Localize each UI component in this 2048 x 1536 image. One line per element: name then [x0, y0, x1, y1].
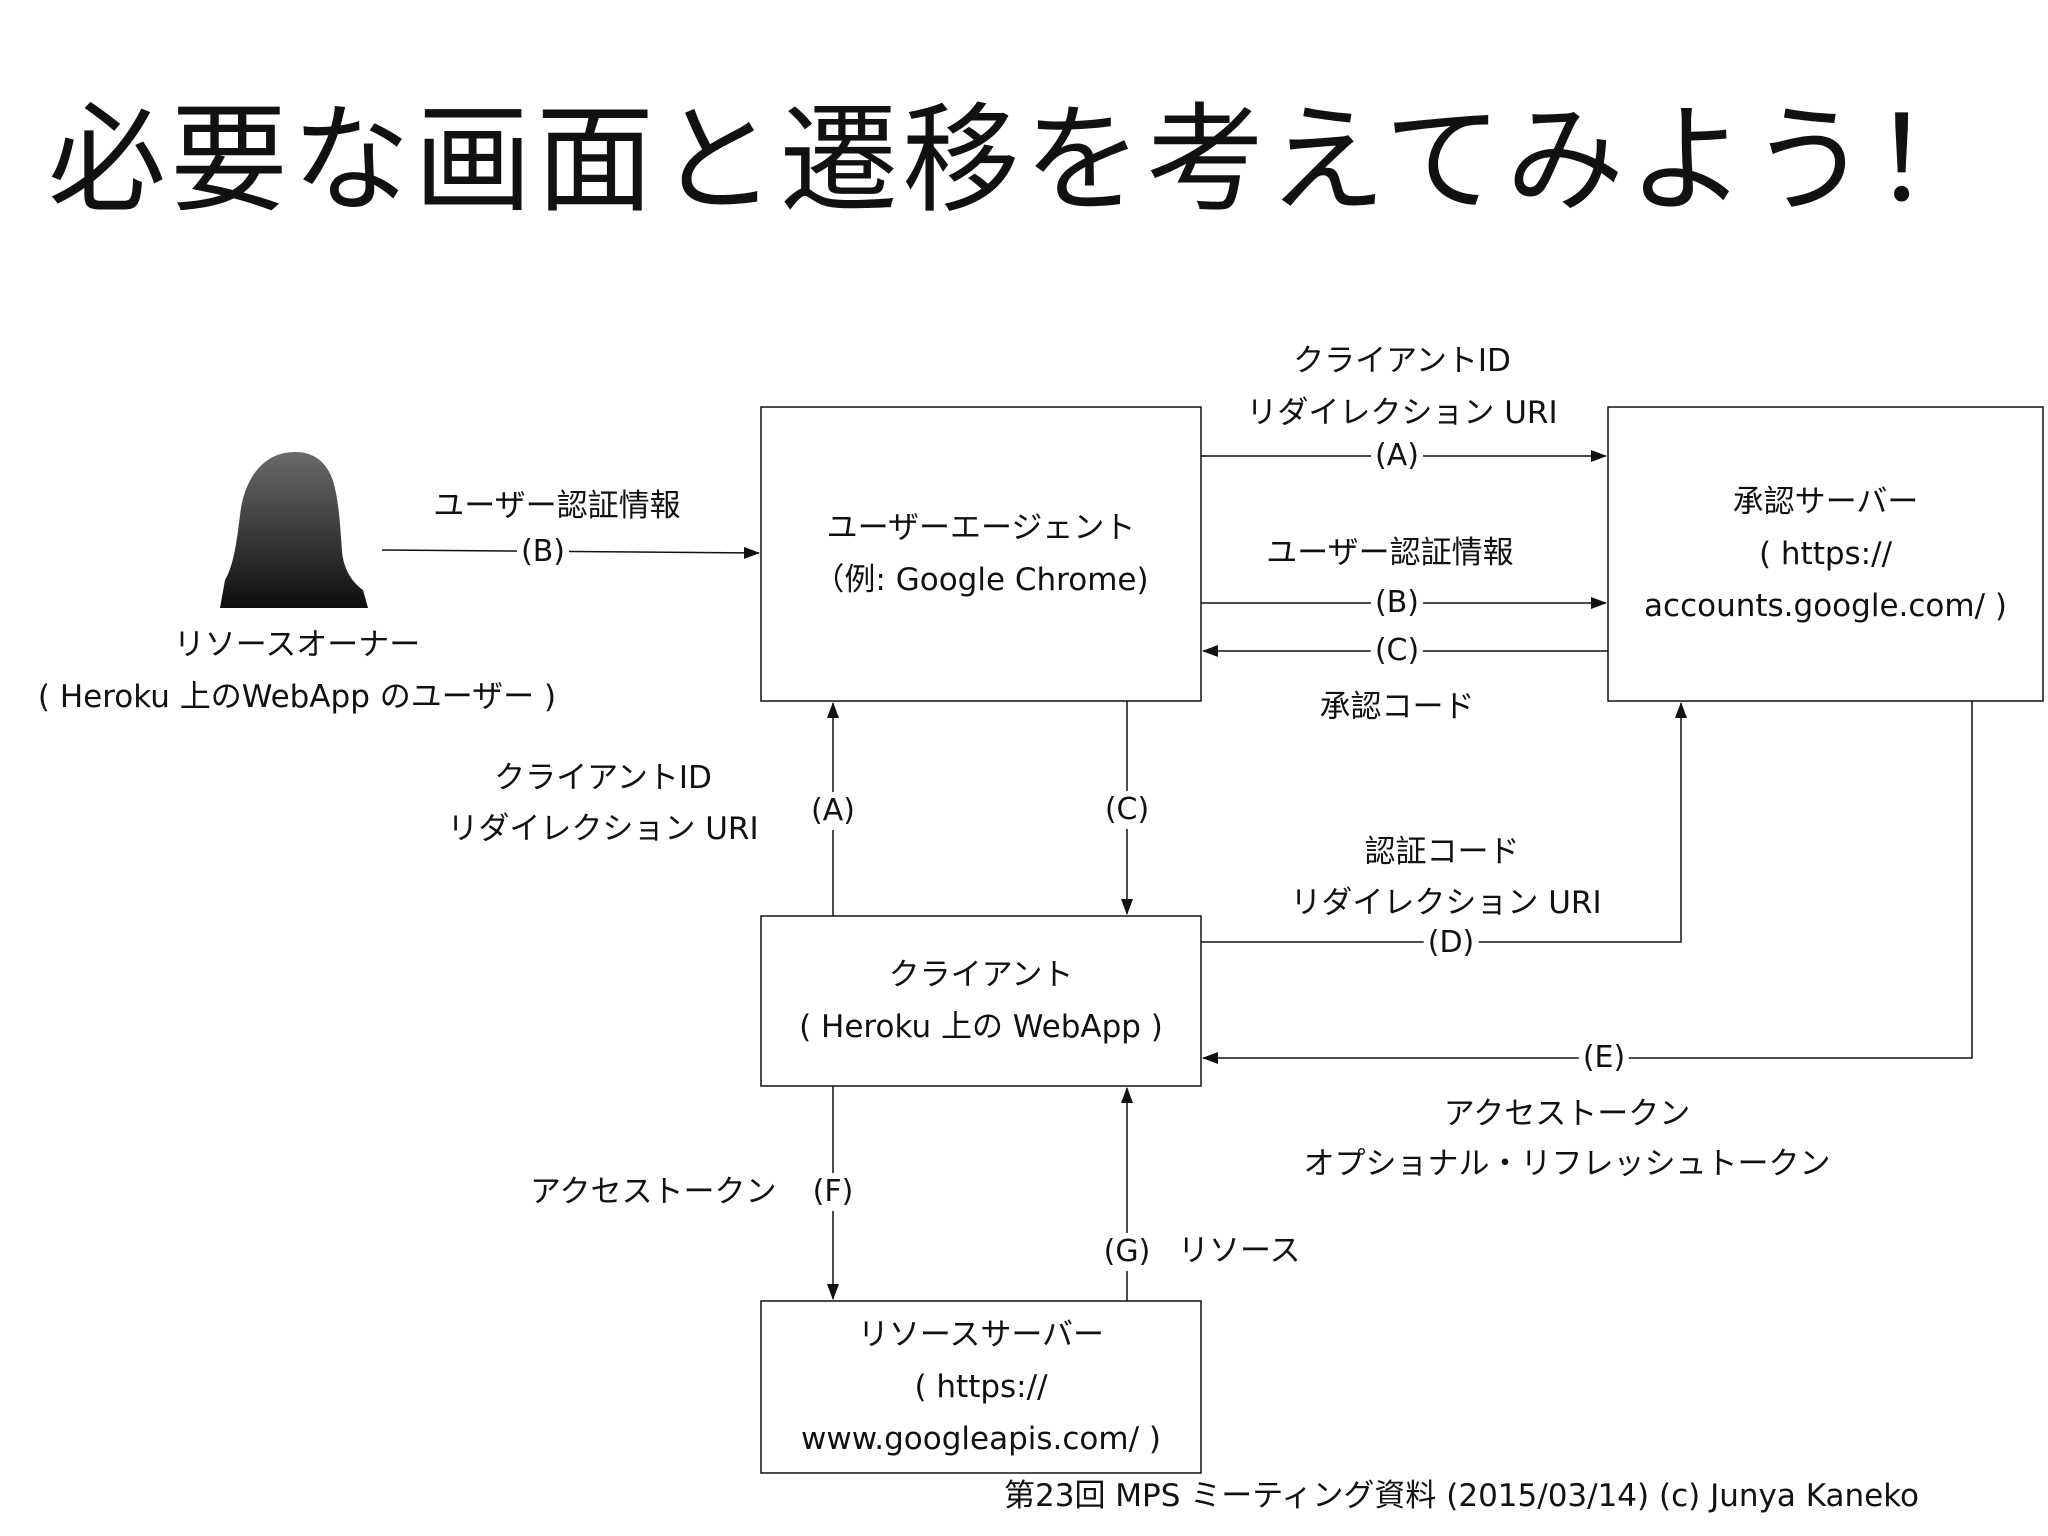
- flow-c-vertical-marker: (C): [1100, 791, 1154, 829]
- resource-owner-sublabel: ( Heroku 上のWebApp のユーザー ): [37, 679, 557, 715]
- client-title: クライアント: [888, 957, 1074, 993]
- auth-server-url-1: ( https://: [1758, 536, 1893, 572]
- flow-b-top-marker: (B): [1371, 584, 1423, 622]
- resource-server-title: リソースサーバー: [857, 1317, 1105, 1353]
- flow-c-top-label: 承認コード: [1319, 689, 1475, 725]
- user-agent-title: ユーザーエージェント: [826, 510, 1136, 546]
- flow-d-arrow: [1201, 702, 1687, 943]
- resource-server: リソースサーバー ( https:// www.googleapis.com/ …: [761, 1301, 1201, 1473]
- flow-a-vertical-label-1: クライアントID: [494, 760, 712, 796]
- flow-e-label-1: アクセストークン: [1443, 1096, 1691, 1132]
- flow-e-label-2: オプショナル・リフレッシュトークン: [1303, 1146, 1831, 1182]
- flow-a-top-marker: (A): [1371, 437, 1423, 475]
- page-title: 必要な画面と遷移を考えてみよう！: [48, 91, 1995, 229]
- flow-d-label-2: リダイレクション URI: [1290, 885, 1602, 921]
- resource-owner-label: リソースオーナー: [173, 627, 421, 663]
- flow-f-marker: (F): [808, 1173, 858, 1211]
- flow-g-label: リソース: [1178, 1233, 1301, 1269]
- auth-server-title: 承認サーバー: [1732, 484, 1919, 520]
- footer-credit: 第23回 MPS ミーティング資料 (2015/03/14) (c) Junya…: [1004, 1478, 1920, 1514]
- auth-server-box: [1607, 406, 2044, 702]
- client-box: [760, 915, 1202, 1087]
- resource-server-url-1: ( https://: [914, 1369, 1048, 1405]
- flow-a-top-label-2: リダイレクション URI: [1246, 395, 1558, 431]
- resource-server-box: [760, 1300, 1202, 1474]
- flow-b-owner-arrow: [381, 546, 760, 559]
- resource-server-url-2: www.googleapis.com/ ): [801, 1421, 1161, 1457]
- resource-owner-icon: [220, 452, 368, 608]
- flow-e-marker: (E): [1578, 1039, 1630, 1077]
- client-subtitle: ( Heroku 上の WebApp ): [799, 1009, 1163, 1045]
- flow-d-marker: (D): [1423, 924, 1479, 962]
- flow-f-label: アクセストークン: [530, 1174, 777, 1210]
- flow-c-top-marker: (C): [1370, 632, 1424, 670]
- user-agent-example: （例: Google Chrome): [813, 562, 1149, 598]
- flow-a-vertical-marker: (A): [807, 792, 859, 830]
- flow-e-arrow: [1202, 701, 1973, 1064]
- flow-b-top-label: ユーザー認証情報: [1266, 535, 1514, 571]
- client: クライアント ( Heroku 上の WebApp ): [761, 916, 1201, 1086]
- user-agent-box: [760, 406, 1202, 702]
- user-agent: ユーザーエージェント （例: Google Chrome): [761, 407, 1201, 701]
- flow-b-owner-label: ユーザー認証情報: [433, 488, 681, 524]
- flow-g-marker: (G): [1099, 1233, 1155, 1271]
- auth-server: 承認サーバー ( https:// accounts.google.com/ ): [1608, 407, 2043, 701]
- flow-a-vertical-label-2: リダイレクション URI: [447, 811, 759, 847]
- flow-b-owner-marker: (B): [517, 533, 569, 571]
- flow-a-top-label-1: クライアントID: [1293, 343, 1511, 379]
- flow-d-label-1: 認証コード: [1364, 834, 1520, 870]
- auth-server-url-2: accounts.google.com/ ): [1644, 588, 2007, 624]
